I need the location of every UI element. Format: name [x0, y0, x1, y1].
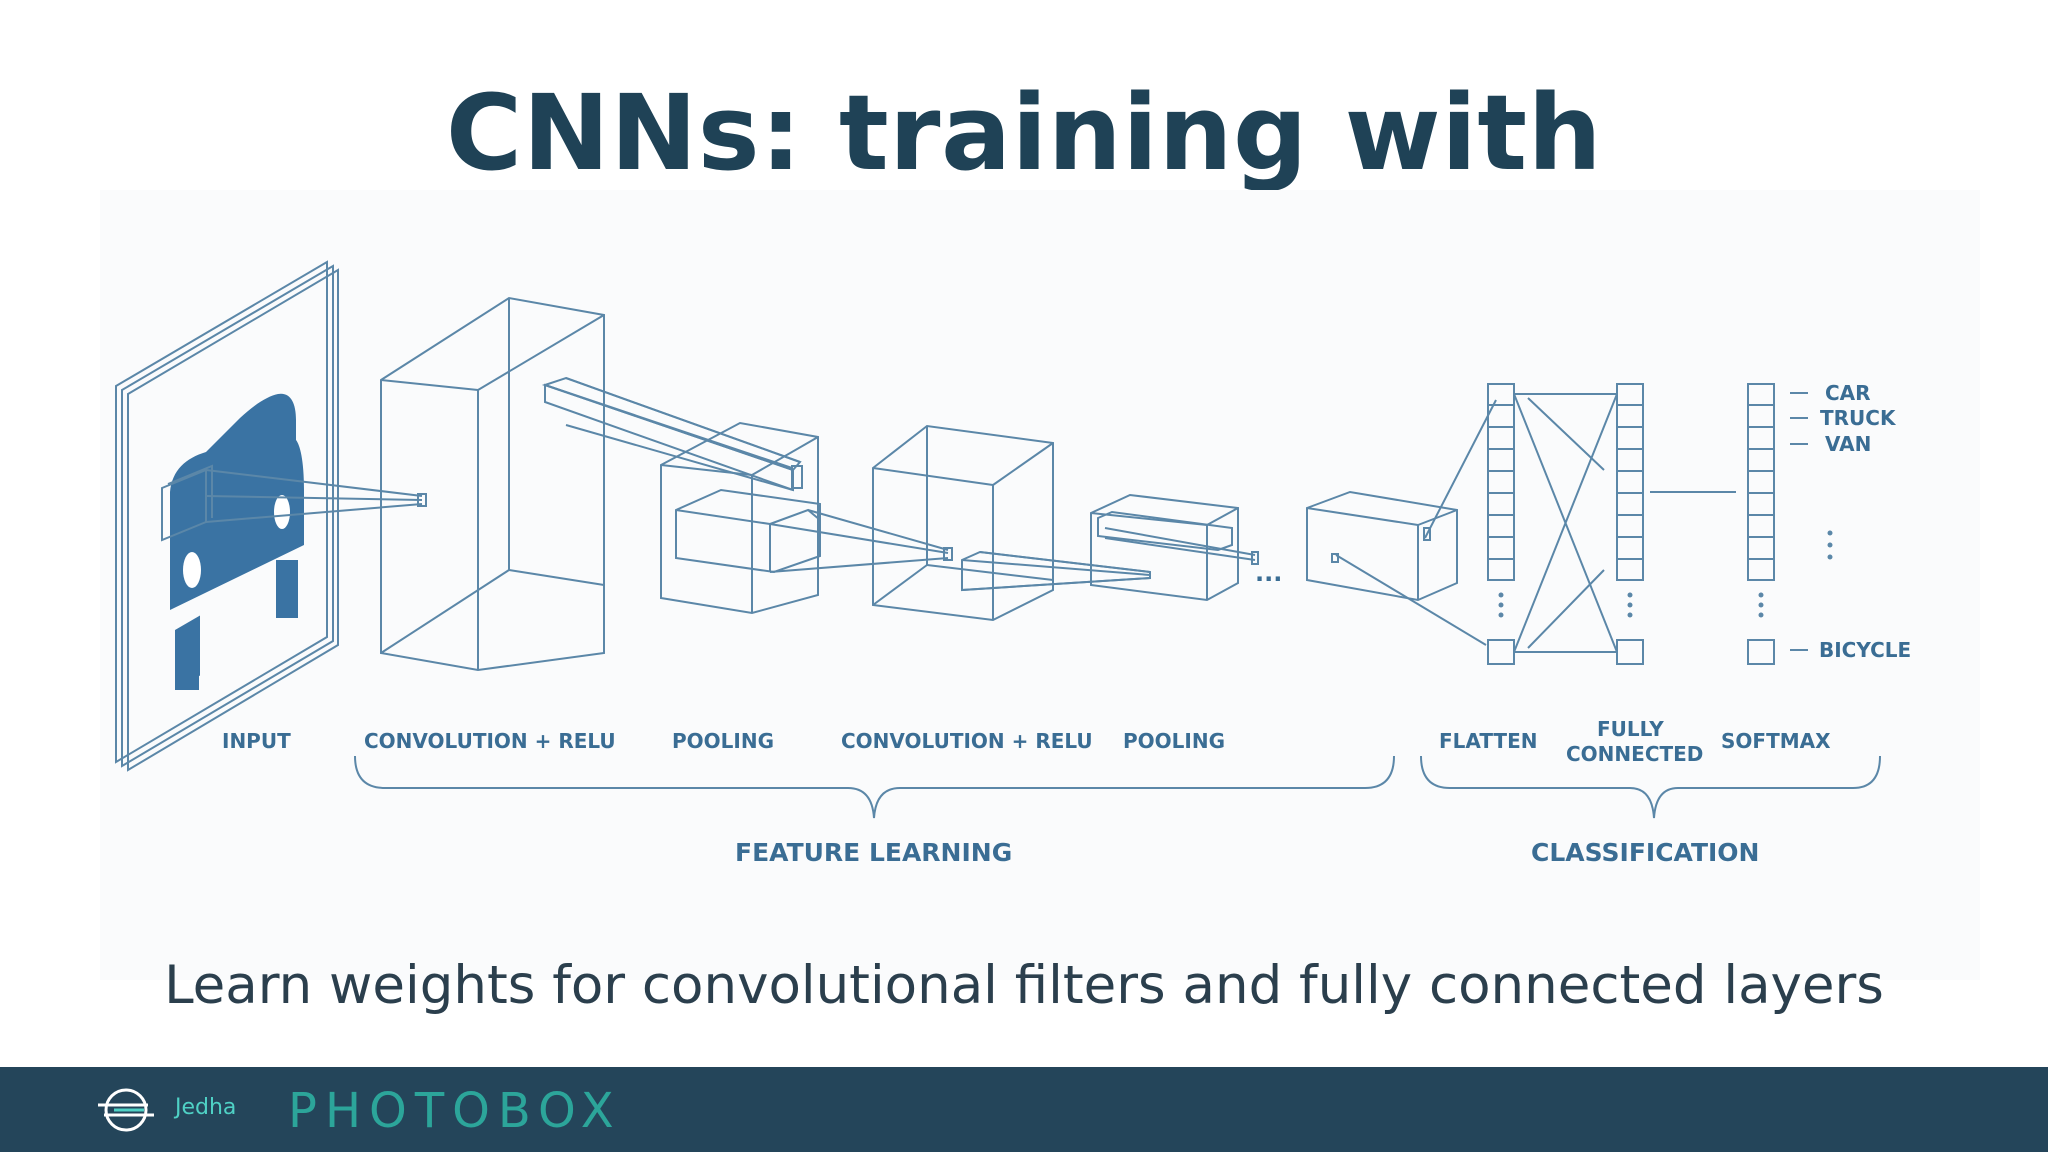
- label-pool1: POOLING: [672, 729, 774, 753]
- class-car: CAR: [1825, 381, 1871, 405]
- conv2-volume: [872, 424, 1054, 622]
- class-bicycle: BICYCLE: [1819, 638, 1911, 662]
- jedha-brand: Jedha: [175, 1095, 237, 1120]
- photobox-logo: PHOTOBOX: [288, 1083, 622, 1139]
- label-conv1: CONVOLUTION + RELU: [364, 729, 616, 753]
- conv1-volume: [380, 296, 605, 672]
- flatten-volume: [1306, 399, 1497, 646]
- slide-caption: Learn weights for convolutional filters …: [164, 955, 1884, 1016]
- pool2-volume: [1090, 493, 1259, 602]
- ellipsis-label: ...: [1255, 559, 1282, 587]
- feature-learning-brace: [354, 755, 1395, 819]
- class-truck: TRUCK: [1820, 406, 1897, 430]
- car-icon: [170, 393, 304, 690]
- fc-column: [1616, 383, 1644, 665]
- car-eyes: [183, 495, 290, 588]
- footer-bar: Jedha PHOTOBOX: [0, 1067, 2048, 1152]
- classification-brace: [1420, 755, 1881, 819]
- class-van: VAN: [1825, 432, 1871, 456]
- jedha-logo-icon: [98, 1088, 154, 1132]
- label-feature-learning: FEATURE LEARNING: [735, 838, 1012, 867]
- label-conv2: CONVOLUTION + RELU: [841, 729, 1093, 753]
- label-flatten: FLATTEN: [1439, 729, 1537, 753]
- flatten-column: [1487, 383, 1515, 665]
- fc-links: [1513, 393, 1618, 653]
- dots-group: [1498, 530, 1833, 618]
- input-image-stack: [115, 260, 339, 772]
- pool1-volume: [660, 421, 821, 615]
- label-classification: CLASSIFICATION: [1531, 838, 1759, 867]
- label-softmax: SOFTMAX: [1721, 729, 1831, 753]
- label-connected: CONNECTED: [1566, 742, 1703, 766]
- softmax-column: [1747, 383, 1775, 665]
- label-fully: FULLY: [1597, 717, 1664, 741]
- label-pool2: POOLING: [1123, 729, 1225, 753]
- label-input: INPUT: [222, 729, 291, 753]
